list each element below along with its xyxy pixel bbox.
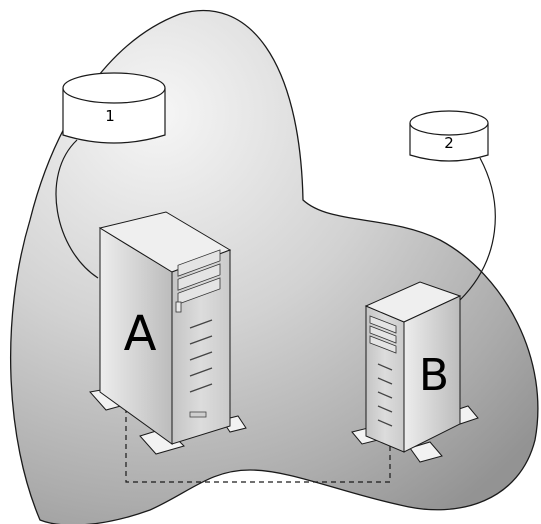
server-b-bay-2	[369, 325, 397, 344]
server-b-bay-1	[369, 315, 397, 334]
server-a-bay-3	[177, 277, 221, 305]
server-a-button	[175, 301, 182, 313]
server-a-grille	[189, 411, 207, 418]
server-a: A	[89, 211, 247, 455]
server-a-slot-5	[189, 383, 213, 393]
server-b: B	[351, 281, 479, 463]
disk-1-cable	[55, 139, 99, 279]
server-b-slot-4	[377, 405, 393, 413]
disk-1: 1	[62, 72, 166, 144]
server-b-side	[403, 295, 461, 453]
server-b-bay-3	[369, 335, 397, 354]
disk-2-label: 2	[444, 134, 454, 152]
server-a-slot-2	[189, 335, 213, 345]
server-b-label: B	[419, 350, 449, 401]
interconnect-link	[125, 408, 391, 483]
server-b-slot-1	[377, 363, 393, 371]
server-a-bay-1	[177, 249, 221, 277]
disk-1-body	[62, 88, 166, 144]
server-a-slot-1	[189, 319, 213, 329]
server-a-label: A	[124, 306, 157, 362]
server-b-slot-5	[377, 419, 393, 427]
server-a-slot-4	[189, 367, 213, 377]
disk-2-top	[409, 110, 489, 136]
disk-1-top	[62, 72, 166, 104]
disk-2-cable	[459, 157, 496, 301]
server-b-foot-right	[409, 441, 443, 463]
disk-2: 2	[409, 110, 489, 162]
server-a-bay-2	[177, 263, 221, 291]
disk-1-label: 1	[105, 107, 115, 125]
server-a-slot-3	[189, 351, 213, 361]
server-b-slot-2	[377, 377, 393, 385]
server-b-slot-3	[377, 391, 393, 399]
